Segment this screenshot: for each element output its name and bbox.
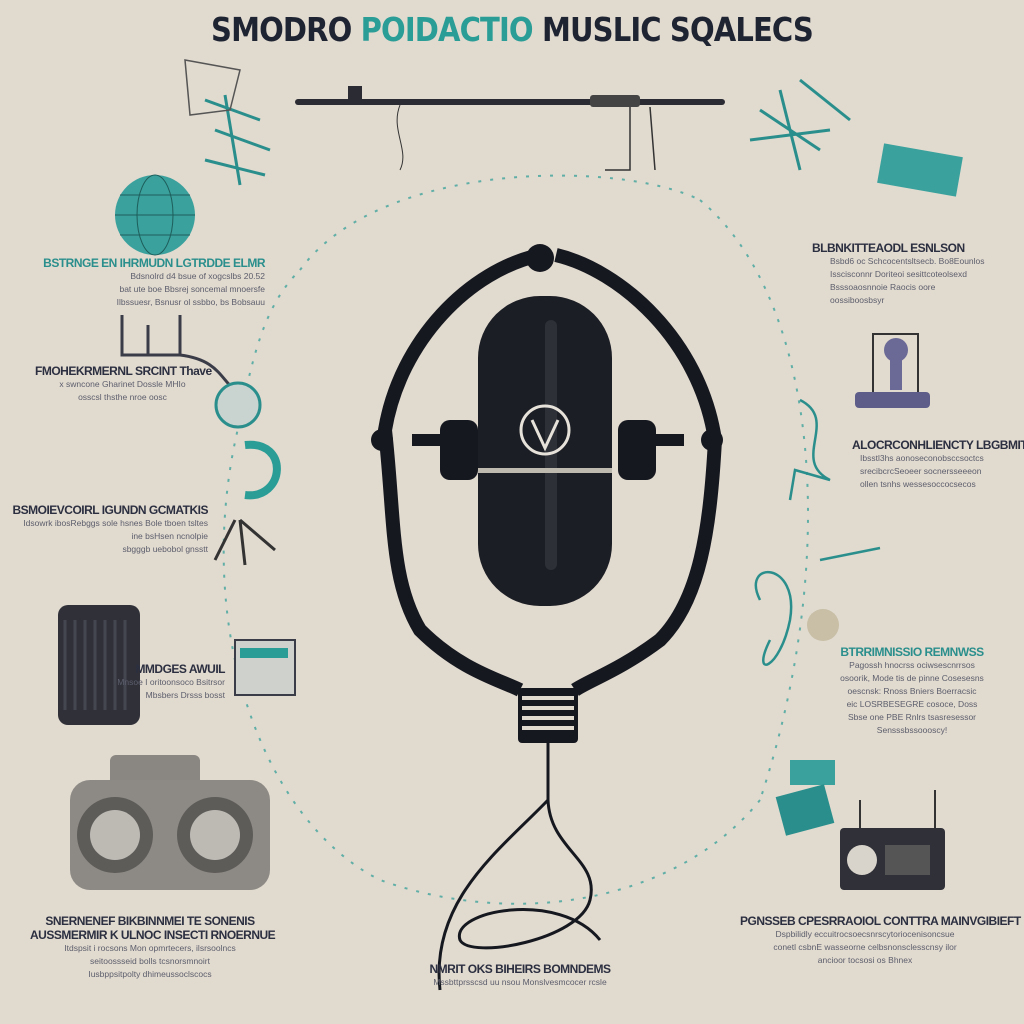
circuit-board-icon: [775, 760, 835, 836]
block-text: Sensssbssoooscy!: [876, 725, 948, 735]
block-heading: ALOCRCONHLIENCTY LBGBMIT: [852, 438, 1024, 452]
block-heading: AUSSMERMIR K ULNOC INSECTI RNOERNUE: [30, 928, 276, 942]
block-text: Mbsbers Drsss bosst: [145, 690, 225, 700]
block-text: bat ute boe Bbsrej soncemal mnoersfe: [119, 284, 265, 294]
block-text: Bsbd6 oc Schcocentsltsecb. Bo8Eounlos: [830, 256, 985, 266]
title-part-3: MUSLIC SQALECS: [541, 10, 814, 49]
info-block-5: SNERNENEF BIKBINNMEI TE SONENIS AUSSMERM…: [30, 914, 276, 981]
button-icon: [807, 609, 839, 641]
block-heading: BTRRIMNISSIO REMNWSS: [840, 645, 984, 659]
info-block-6: NMRIT OKS BIHEIRS BOMNDEMS Mssbttprsscsd…: [420, 962, 620, 989]
block-text: ine bsHsen ncnolpie: [131, 531, 208, 541]
block-text: srecibcrcSeoeer socnersseeeon: [860, 466, 982, 476]
title-part-1: SMODRO: [211, 10, 352, 49]
boom-arm-icon: [295, 86, 725, 171]
info-block-10: BTRRIMNISSIO REMNWSS Pagossh hnocrss oci…: [838, 645, 986, 737]
mixer-device-icon: [234, 639, 296, 696]
info-block-9: ALOCRCONHLIENCTY LBGBMIT Ibsstl3hs aonos…: [852, 438, 1024, 491]
block-heading: MMDGES AWUIL: [135, 662, 225, 676]
block-heading: FMOHEKRMERNL SRCINT Thave: [35, 364, 212, 378]
block-heading: SNERNENEF BIKBINNMEI TE SONENIS: [45, 914, 255, 928]
dial-icon: [214, 381, 262, 429]
dotted-orbit: [222, 174, 809, 905]
block-text: Bdsnolrd d4 bsue of xogcslbs 20.52: [130, 271, 265, 281]
headset-icon: [213, 440, 281, 566]
info-block-4: MMDGES AWUIL Mnsoe I oritoonsoco Bsitrso…: [80, 662, 225, 702]
block-heading: BLBNKITTEAODL ESNLSON: [812, 241, 965, 255]
page-title: SMODRO POIDACTIO MUSLIC SQALECS: [61, 10, 962, 49]
headphones-icon: [70, 755, 270, 890]
block-text: conetl csbnE wasseorne celbsnonsclesscns…: [773, 942, 957, 952]
desk-mic-icon: [855, 333, 930, 408]
block-text: oossiboosbsyr: [830, 295, 885, 305]
main-microphone-icon: [371, 244, 723, 991]
block-text: oescnsk: Rnoss Bniers Boerracsic: [847, 686, 977, 696]
block-text: Iusbppsitpolty dhimeussoclscocs: [88, 969, 212, 979]
music-notes-icon: [184, 59, 271, 186]
block-text: Mnsoe I oritoonsoco Bsitrsor: [117, 677, 225, 687]
block-text: Bsssoaosnnoie Raocis oore: [830, 282, 936, 292]
info-block-2: FMOHEKRMERNL SRCINT Thave x swncone Ghar…: [35, 364, 212, 404]
block-text: Sbse one PBE Rnlrs tsasresessor: [847, 712, 977, 722]
info-block-7: PGNSSEB CPESRRAOIOL CONTTRA MAINVGIBIEFT…: [740, 914, 1021, 967]
block-text: seitoossseid bolls tcsnorsmnoirt: [90, 956, 210, 966]
block-text: Dspbilidly eccuitrocsoecsnrscytoriocenis…: [775, 929, 955, 939]
block-text: osscsl thsthe nroe oosc: [78, 392, 167, 402]
block-heading: PGNSSEB CPESRRAOIOL CONTTRA MAINVGIBIEFT: [740, 914, 1021, 928]
block-text: ollen tsnhs wessesoccocsecos: [860, 479, 976, 489]
block-heading: BSTRNGE EN IHRMUDN LGTRDDE ELMR: [43, 256, 265, 270]
block-text: x swncone Gharinet Dossle MHIo: [59, 379, 186, 389]
speaker-icon: [58, 605, 140, 725]
block-text: eic LOSRBESEGRE cosoce, Doss: [846, 699, 978, 709]
title-part-2: POIDACTIO: [360, 10, 534, 49]
info-block-3: BSMOIEVCOIRL IGUNDN GCMATKIS Idsowrk ibo…: [10, 503, 208, 556]
block-text: Idsowrk ibosRebggs sole hsnes Bole tboen…: [23, 518, 208, 528]
circuit-icon: [749, 78, 963, 197]
block-heading: BSMOIEVCOIRL IGUNDN GCMATKIS: [12, 503, 208, 517]
info-block-1: BSTRNGE EN IHRMUDN LGTRDDE ELMR Bdsnolrd…: [40, 256, 265, 309]
block-text: osoorik, Mode tis de pinne Cosesesns: [840, 673, 984, 683]
block-text: Mssbttprsscsd uu nsou Monslvesmcocer rcs…: [433, 977, 607, 987]
block-text: Pagossh hnocrss ociwsescnrrsos: [849, 660, 975, 670]
block-text: ancioor tocsosi os Bhnex: [817, 955, 913, 965]
cable-swirl-icon: [754, 398, 881, 666]
radio-icon: [840, 790, 945, 890]
globe-icon: [115, 174, 195, 256]
info-block-8: BLBNKITTEAODL ESNLSON Bsbd6 oc Schcocent…: [812, 241, 1002, 307]
block-text: sbgggb uebobol gnsstt: [122, 544, 208, 554]
block-text: Ilbssuesr, Bsnusr ol ssbbo, bs Bobsauu: [116, 297, 265, 307]
block-text: Itdspsit i rocsons Mon opmrtecers, ilsrs…: [64, 943, 236, 953]
block-heading: NMRIT OKS BIHEIRS BOMNDEMS: [429, 962, 611, 976]
block-text: Isscisconnr Doriteoi sesittcoteolsexd: [830, 269, 968, 279]
block-text: Ibsstl3hs aonoseconobsccsoctcs: [860, 453, 984, 463]
